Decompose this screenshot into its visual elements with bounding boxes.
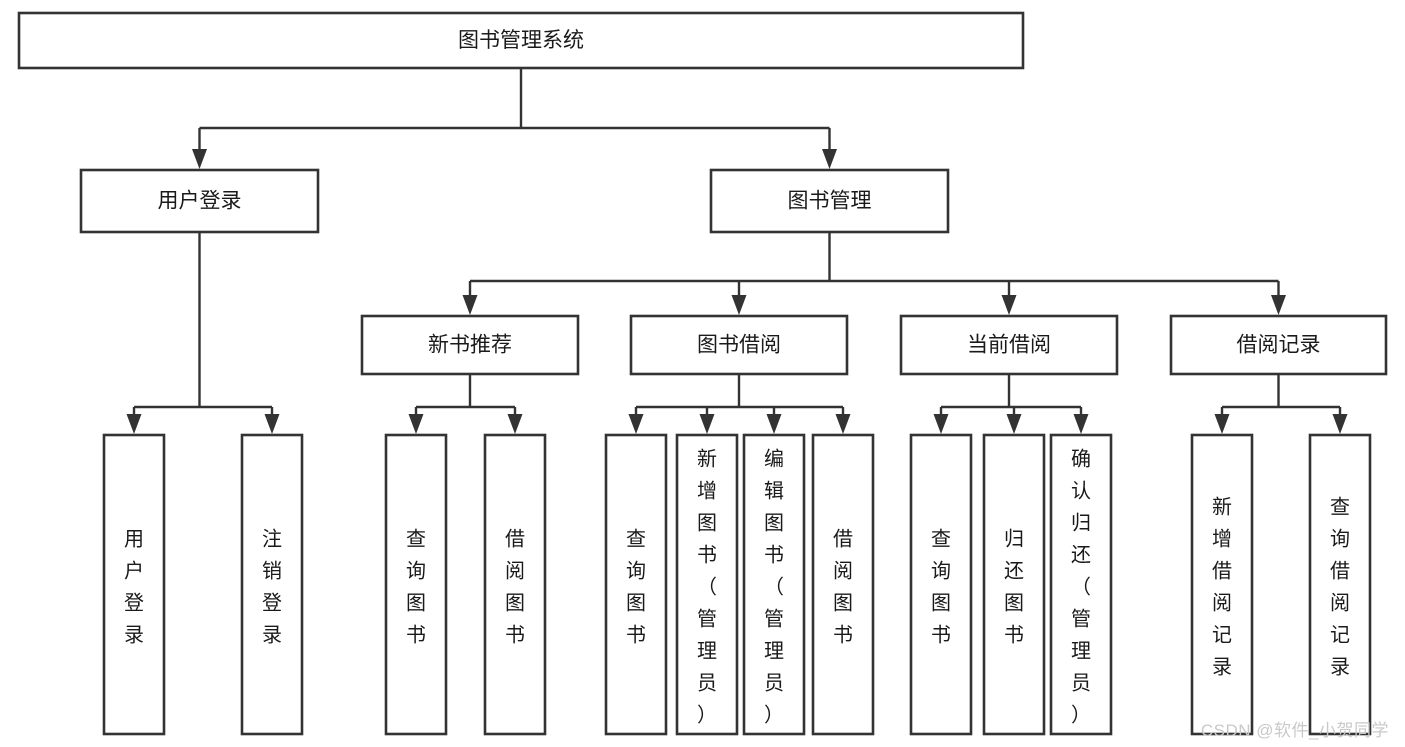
node-leaf-return-book[interactable]: 归还图书 bbox=[982, 433, 1046, 736]
node-leaf-add-record[interactable]: 新增借阅记录 bbox=[1190, 433, 1254, 736]
node-label-leaf-query-book-cur: 查询图书 bbox=[931, 527, 951, 646]
node-label-leaf-user-login: 用户登录 bbox=[124, 528, 144, 646]
node-label-book-borrow: 图书借阅 bbox=[697, 334, 781, 357]
edge-group-user-login bbox=[126, 232, 280, 434]
node-box-leaf-edit-book[interactable] bbox=[742, 433, 806, 736]
node-leaf-query-book-borrow[interactable]: 查询图书 bbox=[604, 433, 668, 736]
node-book-manage[interactable]: 图书管理 bbox=[709, 168, 950, 234]
node-label-leaf-edit-book: 编辑图书（管理员） bbox=[764, 447, 784, 726]
edge-group-new-book-rec bbox=[408, 374, 523, 434]
node-borrow-record[interactable]: 借阅记录 bbox=[1169, 314, 1388, 376]
edge-group-current-borrow bbox=[933, 374, 1089, 434]
node-box-book-borrow[interactable] bbox=[629, 314, 849, 376]
node-root[interactable]: 图书管理系统 bbox=[17, 11, 1025, 70]
node-label-current-borrow: 当前借阅 bbox=[967, 334, 1051, 357]
node-label-leaf-add-record: 新增借阅记录 bbox=[1212, 495, 1232, 678]
node-box-leaf-logout[interactable] bbox=[240, 433, 304, 736]
node-label-leaf-query-book-borrow: 查询图书 bbox=[626, 527, 646, 646]
node-leaf-query-book-cur[interactable]: 查询图书 bbox=[909, 433, 973, 736]
node-box-leaf-confirm-return[interactable] bbox=[1049, 433, 1113, 736]
node-box-leaf-user-login[interactable] bbox=[102, 433, 166, 736]
node-leaf-borrow-book-rec[interactable]: 借阅图书 bbox=[483, 433, 547, 736]
node-leaf-borrow-book[interactable]: 借阅图书 bbox=[811, 433, 875, 736]
csdn-watermark: CSDN @软件_小贺同学 bbox=[1200, 721, 1389, 740]
node-label-leaf-confirm-return: 确认归还（管理员） bbox=[1071, 447, 1091, 726]
node-label-leaf-return-book: 归还图书 bbox=[1004, 527, 1024, 646]
node-box-borrow-record[interactable] bbox=[1169, 314, 1388, 376]
node-box-book-manage[interactable] bbox=[709, 168, 950, 234]
node-book-borrow[interactable]: 图书借阅 bbox=[629, 314, 849, 376]
node-leaf-confirm-return[interactable]: 确认归还（管理员） bbox=[1049, 433, 1113, 736]
node-leaf-logout[interactable]: 注销登录 bbox=[240, 433, 304, 736]
node-box-leaf-borrow-book-rec[interactable] bbox=[483, 433, 547, 736]
node-box-leaf-query-book-cur[interactable] bbox=[909, 433, 973, 736]
node-current-borrow[interactable]: 当前借阅 bbox=[899, 314, 1119, 376]
node-box-leaf-add-record[interactable] bbox=[1190, 433, 1254, 736]
node-leaf-edit-book[interactable]: 编辑图书（管理员） bbox=[742, 433, 806, 736]
node-label-user-login: 用户登录 bbox=[158, 190, 242, 213]
node-label-leaf-query-record: 查询借阅记录 bbox=[1330, 495, 1350, 678]
node-leaf-query-record[interactable]: 查询借阅记录 bbox=[1308, 433, 1372, 736]
node-box-leaf-query-record[interactable] bbox=[1308, 433, 1372, 736]
node-label-leaf-add-book: 新增图书（管理员） bbox=[697, 447, 717, 726]
node-label-root: 图书管理系统 bbox=[458, 29, 584, 52]
node-label-leaf-borrow-book: 借阅图书 bbox=[833, 527, 853, 646]
node-leaf-query-book-rec[interactable]: 查询图书 bbox=[384, 433, 448, 736]
node-box-leaf-query-book-rec[interactable] bbox=[384, 433, 448, 736]
node-box-leaf-return-book[interactable] bbox=[982, 433, 1046, 736]
node-leaf-user-login[interactable]: 用户登录 bbox=[102, 433, 166, 736]
node-box-leaf-add-book[interactable] bbox=[675, 433, 739, 736]
node-box-root[interactable] bbox=[17, 11, 1025, 70]
node-box-leaf-query-book-borrow[interactable] bbox=[604, 433, 668, 736]
node-box-user-login[interactable] bbox=[79, 168, 320, 234]
edge-group-book-manage bbox=[462, 232, 1286, 315]
node-label-leaf-logout: 注销登录 bbox=[262, 527, 282, 646]
node-label-leaf-borrow-book-rec: 借阅图书 bbox=[505, 527, 525, 646]
node-label-leaf-query-book-rec: 查询图书 bbox=[406, 527, 426, 646]
nodes-layer: 图书管理系统用户登录图书管理新书推荐图书借阅当前借阅借阅记录用户登录注销登录查询… bbox=[17, 11, 1388, 736]
edge-group-root bbox=[192, 68, 837, 169]
node-label-borrow-record: 借阅记录 bbox=[1237, 334, 1321, 357]
node-label-book-manage: 图书管理 bbox=[788, 190, 872, 213]
edge-group-borrow-record bbox=[1214, 374, 1348, 434]
node-box-current-borrow[interactable] bbox=[899, 314, 1119, 376]
node-user-login[interactable]: 用户登录 bbox=[79, 168, 320, 234]
node-leaf-add-book[interactable]: 新增图书（管理员） bbox=[675, 433, 739, 736]
node-box-leaf-borrow-book[interactable] bbox=[811, 433, 875, 736]
node-box-new-book-rec[interactable] bbox=[360, 314, 580, 376]
edges-layer bbox=[126, 68, 1348, 434]
node-new-book-rec[interactable]: 新书推荐 bbox=[360, 314, 580, 376]
node-label-new-book-rec: 新书推荐 bbox=[428, 334, 512, 357]
edge-group-book-borrow bbox=[628, 374, 851, 434]
